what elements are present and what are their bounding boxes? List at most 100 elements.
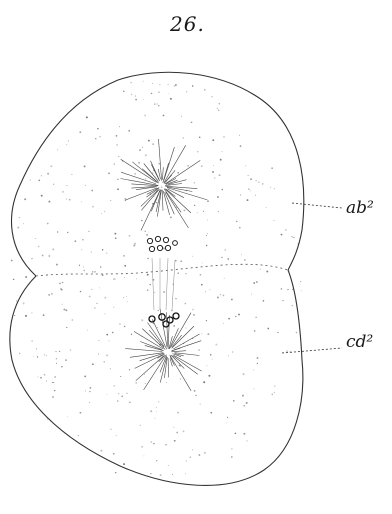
stipple-dot bbox=[102, 249, 104, 251]
stipple-dot bbox=[231, 448, 232, 449]
stipple-dot bbox=[62, 304, 63, 305]
stipple-dot bbox=[154, 418, 155, 419]
stipple-dot bbox=[223, 295, 225, 297]
stipple-dot bbox=[143, 81, 144, 82]
spindle bbox=[152, 258, 175, 310]
stipple-dot bbox=[213, 165, 214, 166]
stipple-dot bbox=[166, 382, 167, 383]
stipple-dot bbox=[217, 297, 219, 299]
stipple-dot bbox=[81, 201, 82, 202]
stipple-dot bbox=[106, 253, 107, 254]
stipple-dot bbox=[53, 184, 54, 185]
aster-ray bbox=[140, 342, 162, 350]
aster-ray bbox=[141, 190, 158, 206]
stipple-dot bbox=[102, 274, 104, 276]
stipple-dot bbox=[221, 257, 222, 258]
stipple-dot bbox=[56, 363, 57, 364]
stipple-dot bbox=[61, 366, 62, 367]
stipple-dot bbox=[185, 473, 186, 474]
aster-ray bbox=[159, 139, 162, 181]
stipple-dot bbox=[239, 135, 240, 136]
stipple-dot bbox=[50, 165, 52, 167]
stipple-dot bbox=[214, 178, 215, 179]
stipple-dot bbox=[168, 93, 169, 94]
stipple-dot bbox=[200, 404, 201, 405]
stipple-dot bbox=[106, 354, 108, 356]
stipple-dot bbox=[52, 396, 54, 398]
stipple-dot bbox=[119, 126, 120, 127]
stipple-dot bbox=[288, 270, 290, 272]
stipple-dot bbox=[41, 195, 43, 197]
stipple-dot bbox=[243, 373, 245, 375]
stipple-dot bbox=[65, 309, 67, 311]
stipple-dot bbox=[240, 195, 241, 196]
stipple-dot bbox=[151, 441, 152, 442]
stipple-dot bbox=[69, 199, 71, 201]
stipple-dot bbox=[70, 349, 71, 350]
stipple-dot bbox=[66, 144, 67, 145]
stipple-dot bbox=[206, 320, 207, 321]
stipple-dot bbox=[104, 211, 105, 212]
stipple-dot bbox=[121, 396, 123, 398]
stipple-dot bbox=[148, 140, 150, 142]
stipple-dot bbox=[177, 412, 179, 414]
stipple-dot bbox=[118, 156, 119, 157]
stipple-dot bbox=[247, 199, 249, 201]
stipple-dot bbox=[152, 172, 153, 173]
stipple-dot bbox=[124, 265, 126, 267]
stipple-dot bbox=[281, 288, 283, 290]
stipple-dot bbox=[203, 381, 205, 383]
stipple-dot bbox=[257, 363, 258, 364]
stipple-dot bbox=[97, 128, 98, 129]
stipple-dot bbox=[207, 333, 209, 335]
stipple-dot bbox=[266, 271, 268, 273]
stipple-dot bbox=[248, 175, 249, 176]
stipple-dot bbox=[165, 444, 166, 445]
stipple-dot bbox=[199, 136, 201, 138]
stipple-dot bbox=[175, 298, 176, 299]
stipple-dot bbox=[215, 344, 217, 346]
stipple-dot bbox=[92, 363, 94, 365]
stipple-dot bbox=[123, 90, 125, 92]
stipple-dot bbox=[170, 216, 172, 218]
stipple-dot bbox=[24, 198, 26, 200]
stipple-dot bbox=[123, 255, 125, 257]
stipple-dot bbox=[231, 299, 233, 301]
stipple-dot bbox=[135, 99, 137, 101]
stipple-dot bbox=[255, 180, 256, 181]
aster-ray bbox=[172, 326, 194, 348]
stipple-dot bbox=[192, 449, 193, 450]
stipple-dot bbox=[206, 245, 207, 246]
stipple-dot bbox=[44, 374, 46, 376]
aster-ray bbox=[163, 191, 169, 215]
stipple-dot bbox=[65, 359, 67, 361]
stipple-dot bbox=[141, 220, 142, 221]
stipple-dot bbox=[185, 328, 186, 329]
stipple-dot bbox=[66, 327, 67, 328]
stipple-dot bbox=[255, 195, 256, 196]
stipple-dot bbox=[152, 143, 153, 144]
stipple-dot bbox=[92, 271, 93, 272]
stipple-dot bbox=[80, 291, 82, 293]
stipple-dot bbox=[126, 393, 127, 394]
stipple-dot bbox=[129, 402, 131, 404]
stipple-dot bbox=[212, 171, 214, 173]
stipple-dot bbox=[78, 435, 79, 436]
stipple-dot bbox=[124, 326, 125, 327]
stipple-dot bbox=[117, 400, 119, 402]
stipple-dot bbox=[168, 84, 169, 85]
stipple-dot bbox=[193, 314, 195, 316]
stipple-dot bbox=[91, 252, 92, 253]
stipple-dot bbox=[114, 163, 115, 164]
cleavage-furrow bbox=[36, 264, 288, 276]
stipple-dot bbox=[224, 278, 225, 279]
stipple-dot bbox=[239, 227, 241, 229]
stipple-dot bbox=[23, 223, 24, 224]
aster-ray bbox=[175, 353, 200, 356]
stipple-dot bbox=[80, 412, 82, 414]
stipple-dot bbox=[124, 277, 125, 278]
stipple-dot bbox=[203, 211, 204, 212]
stipple-dot bbox=[244, 259, 246, 261]
stipple-dot bbox=[139, 149, 141, 151]
